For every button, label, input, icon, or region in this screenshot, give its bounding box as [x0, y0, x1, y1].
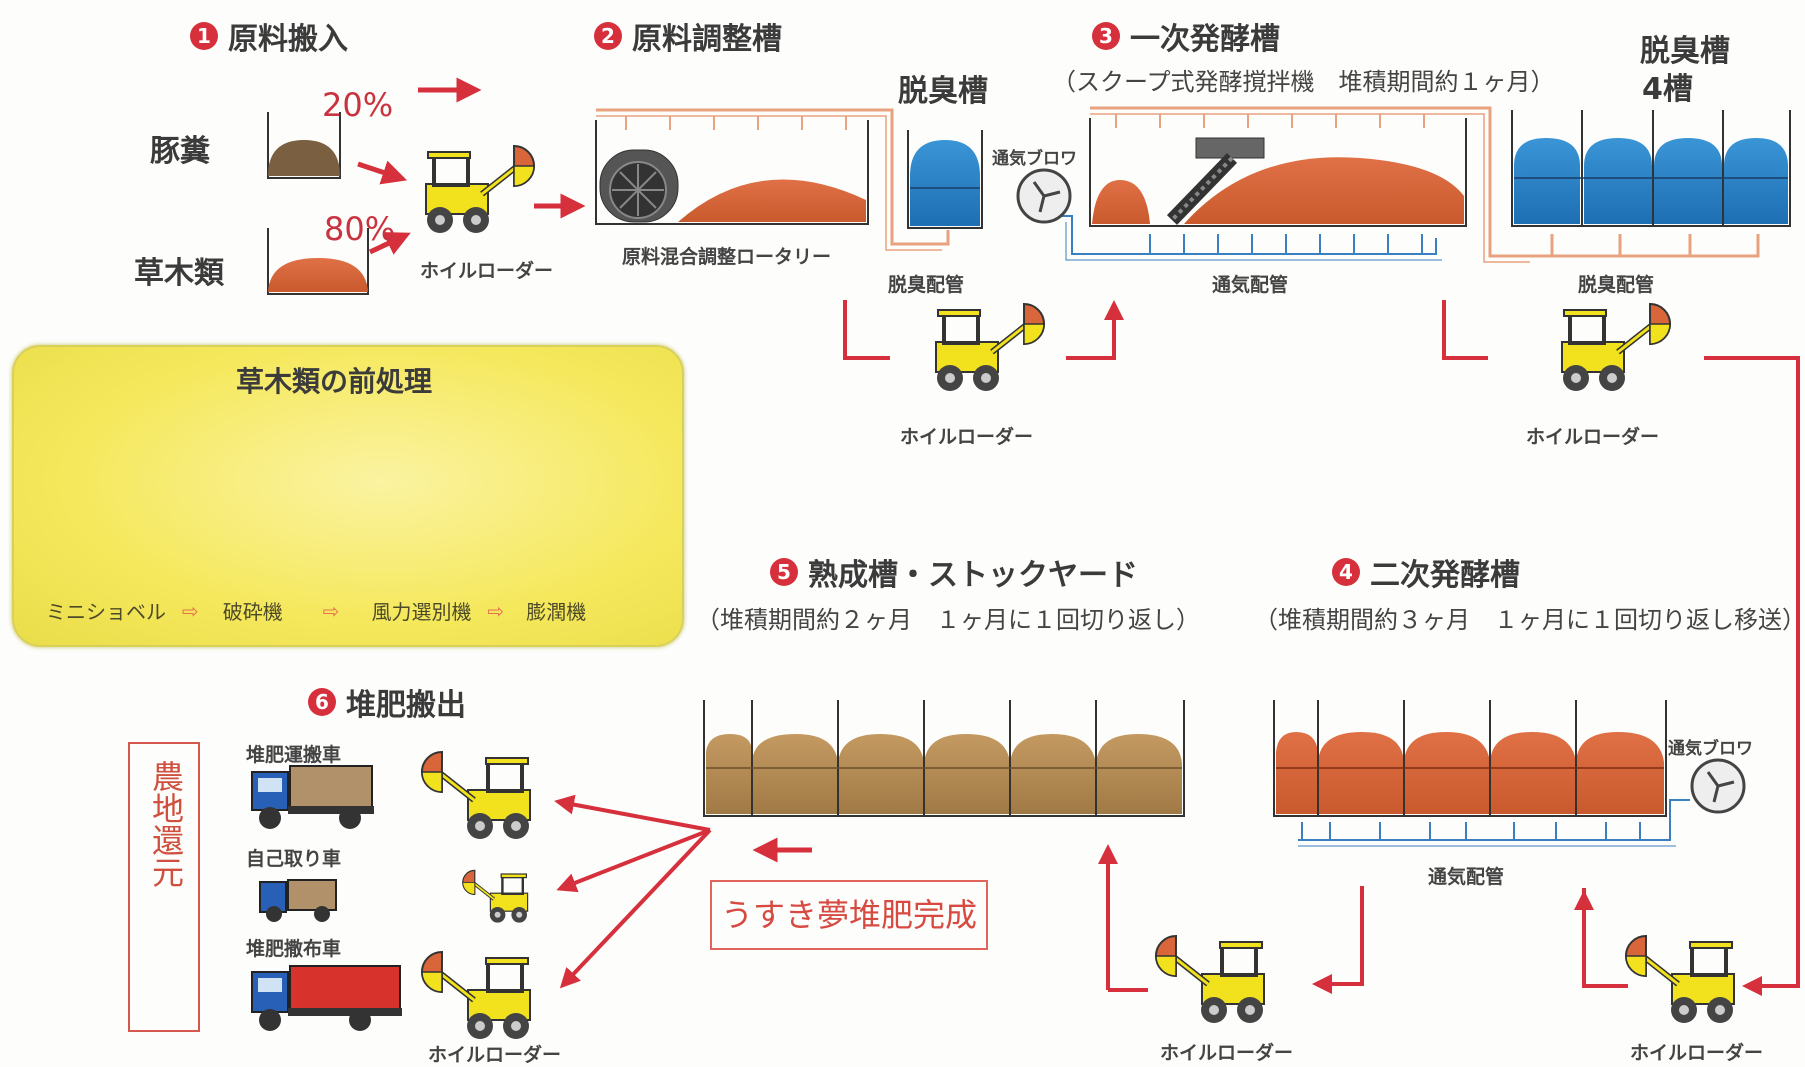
truck-self-pickup	[259, 879, 337, 922]
farmland-return-text: 農地還元	[147, 760, 185, 888]
compost-complete-box: うすき夢堆肥完成	[710, 880, 988, 950]
wheel-loader-label-5: ホイルローダー	[1630, 1042, 1764, 1064]
truck-selfpickup-label: 自己取り車	[246, 848, 342, 870]
pretreat-step-excavator: ミニショベル	[46, 600, 166, 624]
wheel-loader-6	[422, 752, 530, 839]
pretreat-arrow-2: ⇨	[322, 598, 340, 623]
deodor-4-label-line2: 4槽	[1642, 72, 1693, 107]
plant-material-pile	[268, 258, 368, 292]
deodorization-tanks-4	[1511, 110, 1791, 258]
pretreat-step-crusher: 破砕機	[222, 600, 283, 624]
step5-subtitle: （堆積期間約２ヶ月 １ヶ月に１回切り返し）	[696, 606, 1200, 634]
truck-transport-label: 堆肥運搬車	[246, 744, 342, 766]
wheel-loader-label-1: ホイルローダー	[420, 260, 554, 282]
deodorization-tank	[907, 130, 983, 229]
truck-spreader	[251, 965, 402, 1031]
wheel-loader-4	[1156, 936, 1264, 1023]
step4-subtitle: （堆積期間約３ヶ月 １ヶ月に１回切り返し移送）	[1254, 606, 1805, 634]
rotary-label: 原料混合調整ロータリー	[622, 246, 832, 268]
wheel-loader-label-4: ホイルローダー	[1160, 1042, 1294, 1064]
wheel-loader-7	[463, 870, 528, 922]
pretreat-arrow-3: ⇨	[487, 598, 505, 623]
wheel-loader-3	[1562, 304, 1670, 391]
mixing-tank	[595, 108, 950, 251]
pretreat-step-swelling: 膨潤機	[526, 600, 587, 624]
air-pipe-label-2: 通気配管	[1428, 866, 1505, 888]
secondary-fermentation-tanks	[1273, 700, 1746, 847]
raw-material-intake	[267, 77, 586, 295]
air-pipe-label-1: 通気配管	[1212, 274, 1289, 296]
pretreat-step-separator: 風力選別機	[371, 600, 472, 624]
truck-transport	[251, 765, 374, 829]
pretreatment-panel	[12, 345, 684, 647]
deodor-4-label-line1: 脱臭槽	[1640, 34, 1730, 69]
pretreatment-title: 草木類の前処理	[236, 365, 433, 398]
wheel-loader-label-6: ホイルローダー	[428, 1044, 562, 1066]
wheel-loader-5	[1626, 936, 1734, 1023]
pig-manure-pile	[268, 140, 340, 176]
pig-percent: 20%	[322, 86, 394, 124]
plant-percent: 80%	[324, 210, 396, 248]
step3-subtitle: （スクープ式発酵撹拌機 堆積期間約１ヶ月）	[1052, 68, 1555, 96]
wheel-loader-8	[422, 952, 530, 1039]
deodor-pipe-label-1: 脱臭配管	[888, 274, 965, 296]
pig-manure-label: 豚糞	[150, 134, 210, 169]
wheel-loader-2	[936, 304, 1044, 391]
deodor-pipe-label-2: 脱臭配管	[1578, 274, 1655, 296]
truck-spreader-label: 堆肥撒布車	[246, 938, 342, 960]
blower-label-1: 通気ブロワ	[992, 149, 1077, 169]
wheel-loader-1	[426, 146, 534, 233]
pretreat-arrow-1: ⇨	[182, 598, 199, 623]
farmland-return-box: 農地還元	[128, 742, 200, 1032]
pretreatment-steps: ミニショベル ⇨ 破砕機 ⇨ 風力選別機 ⇨ 膨潤機	[46, 596, 586, 625]
plant-material-label: 草木類	[134, 256, 224, 291]
wheel-loader-label-3: ホイルローダー	[1526, 426, 1660, 448]
wheel-loader-label-2: ホイルローダー	[900, 426, 1034, 448]
deodor-tank-label: 脱臭槽	[898, 74, 988, 109]
maturation-tanks	[703, 700, 1185, 817]
blower-label-2: 通気ブロワ	[1668, 739, 1753, 759]
primary-fermentation-tank	[1016, 106, 1530, 263]
